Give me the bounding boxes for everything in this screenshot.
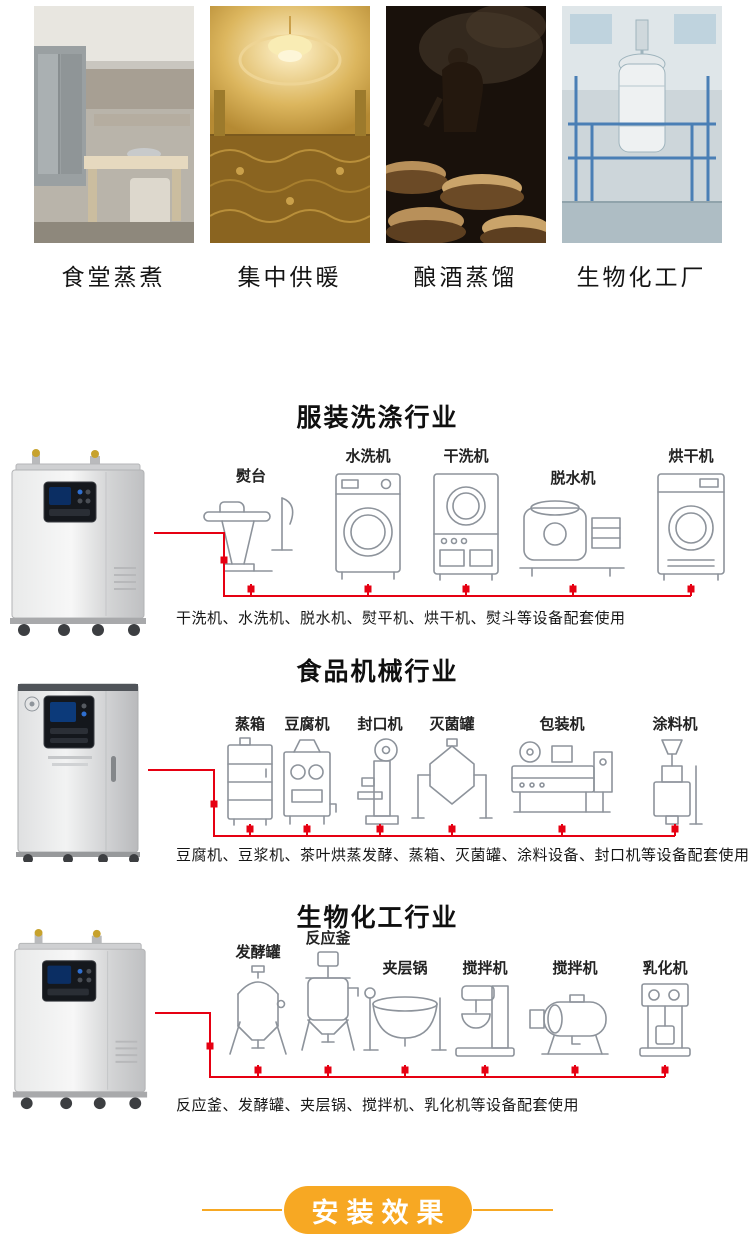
washer-icon <box>335 473 401 580</box>
steam-generator-photo-3 <box>5 928 155 1111</box>
ironing-table-icon <box>203 497 294 572</box>
equip-label-tofu-machine: 豆腐机 <box>284 716 330 733</box>
banner-line-right <box>473 1209 553 1211</box>
equip-label-ironing-table: 熨台 <box>235 468 266 485</box>
section-title-biochem: 生物化工行业 <box>296 904 459 932</box>
equip-label-emulsifier: 乳化机 <box>642 960 688 977</box>
dry-cleaner-icon <box>433 473 499 581</box>
factory-photo-art <box>561 6 722 243</box>
brewery-photo-art <box>385 6 546 243</box>
banner-line-left <box>202 1209 282 1211</box>
equip-drum-mixer: 搅拌机 <box>528 960 622 1062</box>
equip-label-steam-cabinet: 蒸箱 <box>234 716 265 733</box>
coating-machine-icon <box>653 739 703 825</box>
installation-effect-title: 安装效果 <box>283 1186 472 1234</box>
equip-label-sealing-machine: 封口机 <box>357 716 403 733</box>
section-bio-chemical: 生物化工行业 <box>0 898 755 1158</box>
equip-label-dryer: 烘干机 <box>668 448 714 465</box>
section-caption-biochem: 反应釜、发酵罐、夹层锅、搅拌机、乳化机等设备配套使用 <box>176 1097 580 1114</box>
photo-col-heating: 集中供暖 <box>209 6 370 292</box>
application-photo-strip: 食堂蒸煮 <box>0 6 755 292</box>
installation-effect-banner: 安装效果 <box>0 1186 755 1238</box>
bio-chemical-plant-photo <box>561 6 722 243</box>
wine-distilling-photo <box>385 6 546 243</box>
equip-packaging-machine: 包装机 <box>508 716 616 820</box>
equip-tofu-machine: 豆腐机 <box>276 716 338 828</box>
equip-label-reaction-kettle: 反应釜 <box>305 930 351 947</box>
equip-label-planetary-mixer: 搅拌机 <box>462 960 508 977</box>
kitchen-photo-art <box>33 6 194 243</box>
section-caption-food: 豆腐机、豆浆机、茶叶烘蒸发酵、蒸箱、灭菌罐、涂料设备、封口机等设备配套使用 <box>176 847 750 864</box>
hotel-lobby-photo-art <box>209 6 370 243</box>
section-title-food: 食品机械行业 <box>296 658 459 686</box>
packaging-machine-icon <box>511 741 613 813</box>
sterilizer-tank-icon <box>411 738 493 819</box>
canteen-steaming-photo <box>33 6 194 243</box>
tofu-machine-icon <box>283 739 337 825</box>
equip-extractor: 脱水机 <box>518 470 628 582</box>
central-heating-photo <box>209 6 370 243</box>
equip-label-drum-mixer: 搅拌机 <box>552 960 598 977</box>
equip-emulsifier: 乳化机 <box>630 960 700 1062</box>
equip-label-fermentation-tank: 发酵罐 <box>235 944 281 961</box>
photo-col-canteen: 食堂蒸煮 <box>33 6 194 292</box>
equip-steam-cabinet: 蒸箱 <box>224 716 276 828</box>
photo-caption-canteen: 食堂蒸煮 <box>61 264 166 290</box>
photo-caption-heating: 集中供暖 <box>237 264 342 290</box>
equip-jacketed-kettle: 夹层锅 <box>362 960 448 1062</box>
equip-label-extractor: 脱水机 <box>550 470 596 487</box>
photo-col-biochem: 生物化工厂 <box>561 6 722 292</box>
photo-col-distilling: 酿酒蒸馏 <box>385 6 546 292</box>
equip-washer: 水洗机 <box>330 448 406 584</box>
equip-coating-machine: 涂料机 <box>642 716 708 828</box>
steam-generator-photo-1 <box>2 448 154 638</box>
dryer-icon <box>657 473 725 581</box>
equip-reaction-kettle: 反应釜 <box>292 930 364 1064</box>
planetary-mixer-icon <box>455 985 515 1057</box>
section-laundry-industry: 服装洗涤行业 <box>0 398 755 652</box>
section-title-laundry: 服装洗涤行业 <box>296 404 459 432</box>
equip-label-sterilizer-tank: 灭菌罐 <box>429 716 475 733</box>
reaction-kettle-icon <box>301 951 359 1051</box>
equip-ironing-table: 熨台 <box>198 468 304 582</box>
section-food-machinery: 食品机械行业 <box>0 652 755 898</box>
fermentation-tank-icon <box>229 965 287 1055</box>
jacketed-kettle-icon <box>363 987 447 1051</box>
equip-fermentation-tank: 发酵罐 <box>222 944 294 1062</box>
equip-sealing-machine: 封口机 <box>352 716 408 828</box>
equip-planetary-mixer: 搅拌机 <box>448 960 522 1062</box>
sealing-machine-icon <box>357 738 399 825</box>
equip-dryer: 烘干机 <box>652 448 730 584</box>
equip-label-coating-machine: 涂料机 <box>652 716 698 733</box>
equip-sterilizer-tank: 灭菌罐 <box>410 716 494 828</box>
section-caption-laundry: 干洗机、水洗机、脱水机、熨平机、烘干机、熨斗等设备配套使用 <box>176 610 626 627</box>
photo-caption-distilling: 酿酒蒸馏 <box>413 264 518 290</box>
emulsifier-icon <box>639 983 691 1057</box>
equip-label-packaging-machine: 包装机 <box>539 716 585 733</box>
equip-label-washer: 水洗机 <box>345 448 391 465</box>
steam-generator-photo-2 <box>8 678 148 862</box>
extractor-icon <box>519 500 625 577</box>
drum-mixer-icon <box>529 994 609 1055</box>
equip-dry-cleaner: 干洗机 <box>428 448 504 584</box>
equip-label-jacketed-kettle: 夹层锅 <box>382 960 428 977</box>
equip-label-dry-cleaner: 干洗机 <box>443 448 489 465</box>
photo-caption-biochem: 生物化工厂 <box>576 264 707 290</box>
steam-cabinet-icon <box>227 737 273 826</box>
